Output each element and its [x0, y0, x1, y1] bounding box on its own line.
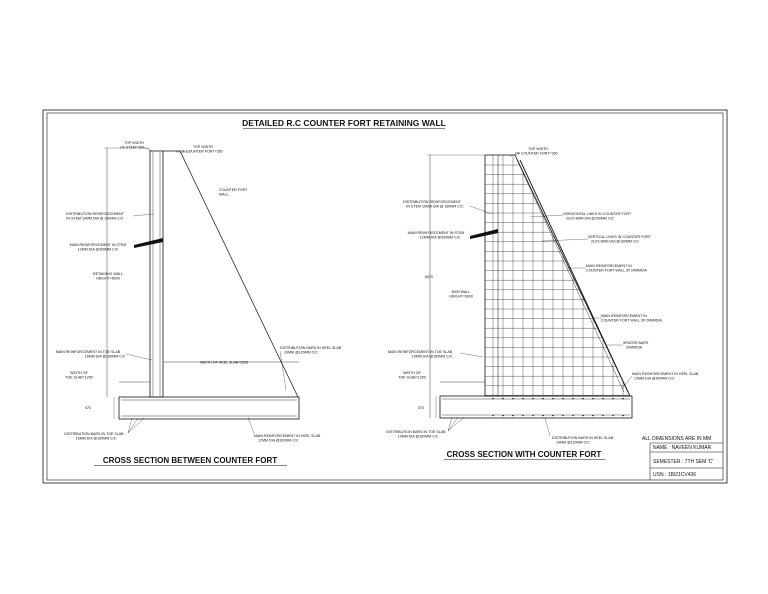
right-leader-dist-toe-a — [447, 416, 453, 432]
right-leader-main-toe — [459, 352, 484, 358]
student-name: NAME : NAVEEN KUMAR — [653, 445, 712, 451]
right-leader-dist-toe-b — [447, 416, 459, 432]
title-block: ALL DIMENSIONS ARE IN MM NAME : NAVEEN K… — [642, 436, 723, 480]
right-main-cf-bar — [519, 159, 629, 393]
usn: USN : 1BI21CV436 — [653, 472, 696, 478]
right-reinforcement-grid — [485, 155, 630, 417]
right-leader-vert — [541, 238, 589, 242]
right-main-cf-bar-2 — [516, 159, 625, 393]
right-leader-dist-heel — [544, 417, 551, 437]
dimensions-note: ALL DIMENSIONS ARE IN MM — [642, 436, 711, 442]
right-label-570: 570 — [418, 406, 424, 410]
left-leader-dist-stem — [132, 213, 155, 217]
semester: SEMESTER : 7TH SEM 'C' — [653, 459, 713, 465]
right-leader-dist-toe-c — [447, 416, 465, 432]
left-leader-dist-toe-b — [127, 417, 139, 434]
outer-border — [42, 109, 728, 484]
right-leader-main-heel — [621, 375, 633, 390]
right-main-stem-bar — [470, 229, 498, 239]
left-main-stem-bar — [134, 238, 163, 248]
left-label-heel-width: WIDTH OF HEEL SLAB=3305 — [200, 361, 248, 365]
left-label-570: 570 — [85, 406, 91, 410]
right-leader-top-cf — [509, 152, 521, 157]
right-leader-horiz — [529, 214, 564, 218]
right-leader-dist-stem — [469, 205, 493, 215]
right-counterfort-outline — [484, 154, 631, 397]
right-caption: CROSS SECTION WITH COUNTER FORT — [447, 450, 602, 459]
left-base-slab — [118, 396, 300, 420]
right-base-slab — [439, 395, 633, 419]
left-leader-dist-toe-a — [127, 417, 133, 434]
right-label-6570: 6570 — [425, 275, 433, 279]
left-leader-dist-toe-c — [127, 417, 145, 434]
drawing-title: DETAILED R.C COUNTER FORT RETAINING WALL — [242, 118, 446, 128]
left-leader-top-stem — [142, 146, 153, 152]
left-leader-main-toe — [125, 353, 153, 361]
left-leader-main-heel — [247, 416, 255, 435]
inner-border — [46, 112, 724, 481]
left-leader-dist-heel — [279, 350, 287, 391]
left-caption: CROSS SECTION BETWEEN COUNTER FORT — [103, 456, 277, 465]
left-counterfort-outline — [163, 150, 299, 398]
